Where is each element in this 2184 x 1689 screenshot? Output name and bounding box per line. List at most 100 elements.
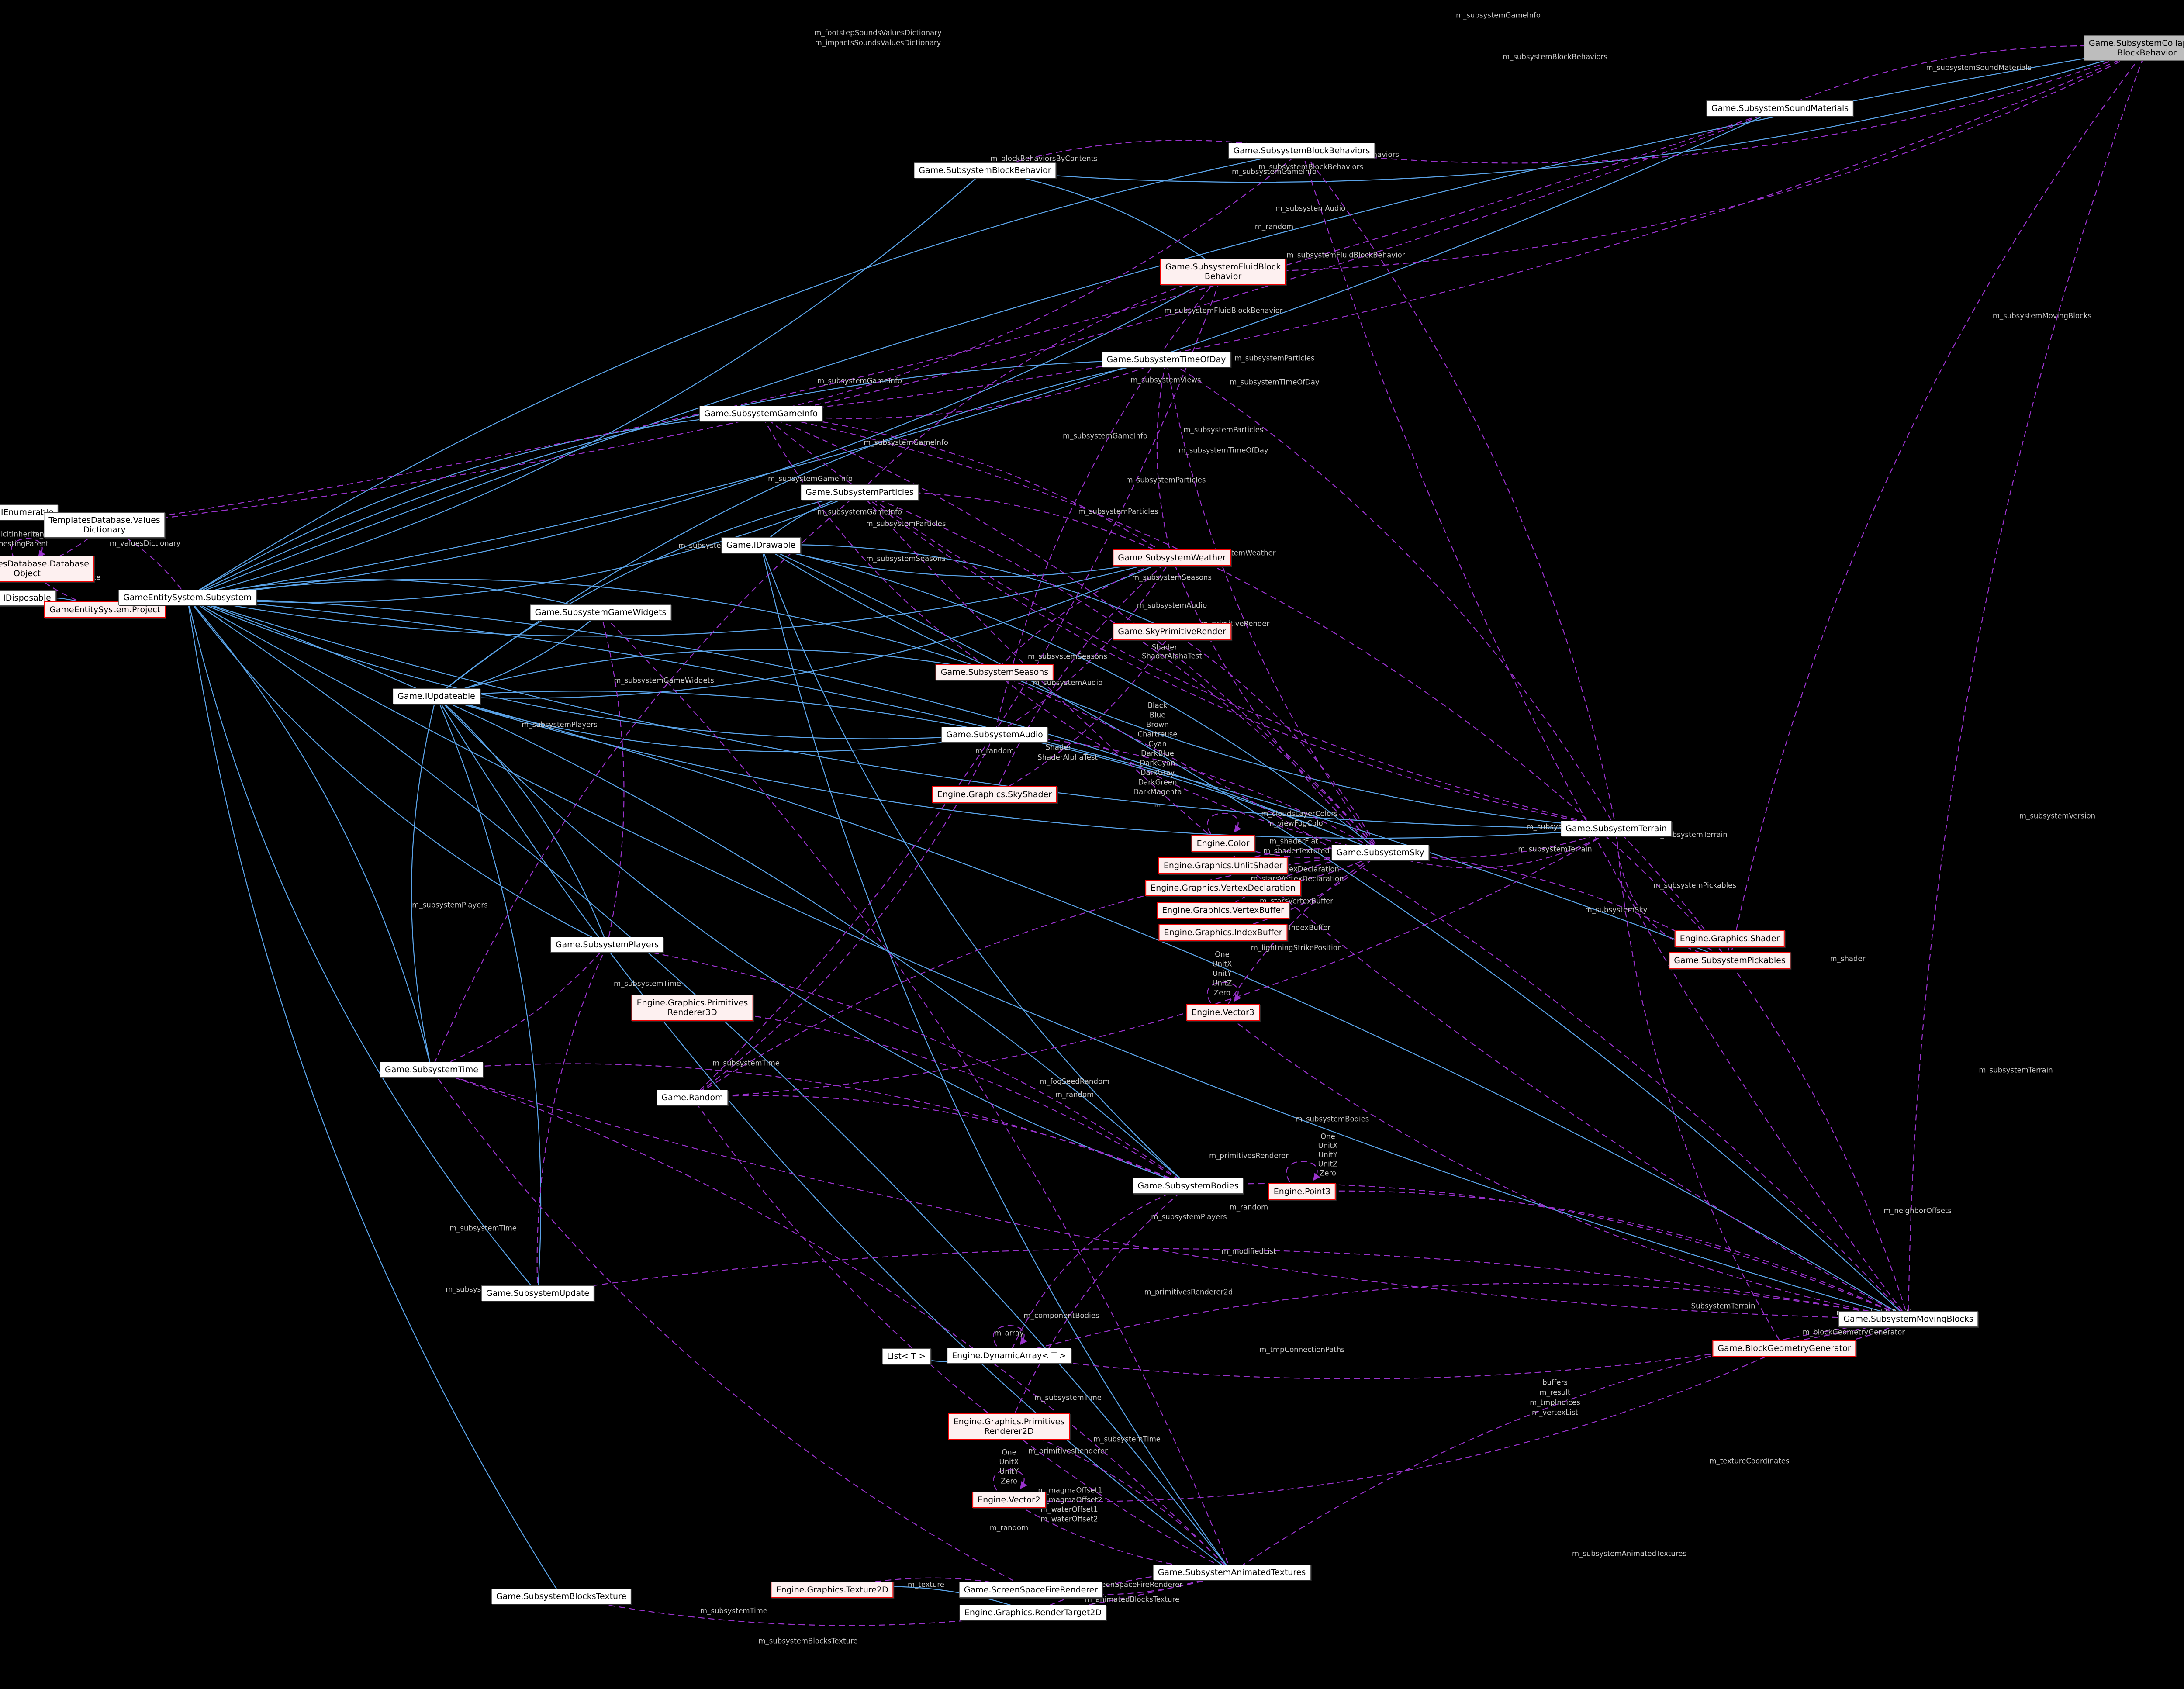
usage-edge-fluid-particles (859, 271, 1223, 493)
usage-edge-sky-audio (994, 731, 1381, 853)
inheritance-edge-sky-subsystem (187, 594, 1381, 853)
class-node-blocksTex[interactable]: Game.SubsystemBlocksTexture (491, 1589, 632, 1604)
edge-label: m_footstepSoundsValuesDictionary (814, 28, 942, 37)
class-node-audio[interactable]: Game.SubsystemAudio (941, 727, 1048, 743)
class-node-vdecl[interactable]: Engine.Graphics.VertexDeclaration (1145, 880, 1301, 896)
usage-edge-bodies-dynArr (1008, 1185, 1189, 1357)
edge-label: m_subsystemParticles (866, 519, 946, 528)
usage-edge-weather-audio (994, 557, 1172, 735)
class-node-random[interactable]: Game.Random (657, 1090, 728, 1105)
inheritance-edge-moving-subsystem (187, 597, 1909, 1320)
class-node-vec2[interactable]: Engine.Vector2 (972, 1492, 1046, 1508)
class-node-pickables[interactable]: Game.SubsystemPickables (1669, 952, 1791, 969)
class-node-vec3[interactable]: Engine.Vector3 (1186, 1004, 1260, 1021)
edge-label: m_subsystemSky (1585, 905, 1648, 914)
class-node-idrawable[interactable]: Game.IDrawable (721, 537, 801, 553)
class-node-point3[interactable]: Engine.Point3 (1268, 1183, 1336, 1200)
edge-label: DarkGreen (1138, 778, 1177, 787)
class-node-tex2d[interactable]: Engine.Graphics.Texture2D (771, 1582, 894, 1598)
class-node-bodies[interactable]: Game.SubsystemBodies (1133, 1178, 1244, 1194)
inheritance-edge-time-subsystem (187, 597, 432, 1070)
class-node-skyShader[interactable]: Engine.Graphics.SkyShader (932, 786, 1057, 803)
edge-label: m_waterOffset1 (1040, 1505, 1098, 1514)
class-node-update[interactable]: Game.SubsystemUpdate (481, 1285, 594, 1301)
class-node-sky[interactable]: Game.SubsystemSky (1331, 845, 1429, 860)
edge-label: buffers (1542, 1378, 1568, 1387)
usage-edge-blockBehaviors-gameInfo (760, 150, 1302, 416)
edge-label: m_subsystemTime (614, 979, 681, 988)
edge-label: m_impactsSoundsValuesDictionary (815, 38, 941, 47)
usage-edge-moving-update (537, 1248, 1909, 1320)
usage-edge-moving-point3 (1301, 1188, 1909, 1319)
class-node-ibuf[interactable]: Engine.Graphics.IndexBuffer (1158, 924, 1288, 941)
edge-label: m_primitivesRenderer (1028, 1447, 1108, 1455)
edge-label: m_subsystemSeasons (1028, 652, 1107, 661)
inheritance-edge-main-blockBehavior (984, 47, 2147, 183)
edge-label: One (1320, 1132, 1335, 1141)
class-node-gameInfo[interactable]: Game.SubsystemGameInfo (699, 406, 822, 421)
inheritance-edge-gameWidgets-subsystem (187, 579, 601, 613)
usage-edge-weather-gameInfo (760, 411, 1172, 558)
edge-label: m_subsystemAudio (1137, 601, 1207, 610)
class-node-seasons[interactable]: Game.SubsystemSeasons (935, 664, 1054, 680)
usage-edge-seasons-gameInfo (760, 413, 995, 673)
usage-edge-moving-time (431, 1068, 1909, 1320)
class-node-players[interactable]: Game.SubsystemPlayers (550, 937, 664, 953)
class-node-soundMaterials[interactable]: Game.SubsystemSoundMaterials (1706, 100, 1854, 116)
class-node-main[interactable]: Game.SubsystemCollapsingBlockBehavior (2084, 35, 2184, 61)
inheritance-edge-timeOfDay-subsystem (187, 359, 1167, 598)
class-node-bgg[interactable]: Game.BlockGeometryGenerator (1712, 1340, 1856, 1357)
class-node-label: Game.SubsystemAnimatedTextures (1158, 1568, 1306, 1577)
class-node-vbuf[interactable]: Engine.Graphics.VertexBuffer (1157, 902, 1289, 919)
edge-label: m_subsystemTime (1034, 1393, 1102, 1402)
class-node-label: Game.SubsystemBlockBehaviors (1233, 146, 1370, 155)
class-node-listT[interactable]: List< T > (882, 1348, 931, 1364)
usage-edge-soundMaterials-valuesDict (104, 107, 1780, 528)
inheritance-edge-moving-idrawable (760, 544, 1909, 1319)
edge-label: m_subsystemPlayers (522, 720, 598, 729)
class-node-dynArr[interactable]: Engine.DynamicArray< T > (947, 1348, 1071, 1364)
class-node-time[interactable]: Game.SubsystemTime (380, 1062, 483, 1078)
edge-label: m_subsystemTime (449, 1224, 517, 1233)
class-node-subsystem[interactable]: GameEntitySystem.Subsystem (118, 590, 256, 605)
edge-label: m_texture (908, 1580, 944, 1589)
class-node-gameWidgets[interactable]: Game.SubsystemGameWidgets (530, 604, 671, 620)
edge-label: One (1215, 950, 1230, 959)
class-node-iupdateable[interactable]: Game.IUpdateable (393, 688, 480, 704)
class-node-label: Renderer3D (667, 1008, 717, 1017)
usage-edge-bodies-time (431, 1063, 1189, 1187)
class-node-timeOfDay[interactable]: Game.SubsystemTimeOfDay (1102, 352, 1231, 367)
class-node-particles[interactable]: Game.SubsystemParticles (801, 484, 919, 500)
class-node-label: GameEntitySystem.Subsystem (123, 593, 252, 602)
class-node-label: Engine.Graphics.SkyShader (937, 790, 1052, 799)
class-node-skyPrim[interactable]: Game.SkyPrimitiveRender (1113, 623, 1231, 640)
self-loop-edge-color (1207, 812, 1241, 834)
usage-edge-terrain-sky (1379, 828, 1617, 869)
usage-edge-moving-vec3 (1222, 1012, 1909, 1320)
class-node-rt2d[interactable]: Engine.Graphics.RenderTarget2D (959, 1605, 1107, 1620)
inheritance-edge-anim-iupdateable (436, 695, 1232, 1573)
edge-label: m_subsystemTimeOfDay (1178, 446, 1268, 455)
class-node-color[interactable]: Engine.Color (1191, 835, 1255, 852)
class-node-moving[interactable]: Game.SubsystemMovingBlocks (1838, 1311, 1978, 1327)
class-node-label: Engine.Graphics.RenderTarget2D (964, 1608, 1102, 1617)
class-node-blockBehaviors[interactable]: Game.SubsystemBlockBehaviors (1228, 143, 1375, 159)
class-node-blockBehavior[interactable]: Game.SubsystemBlockBehavior (914, 162, 1056, 178)
usage-edge-terrain-random (691, 828, 1617, 1101)
inheritance-edge-blockBehavior-subsystem (187, 170, 985, 600)
class-node-terrain[interactable]: Game.SubsystemTerrain (1561, 821, 1672, 836)
class-node-unlit[interactable]: Engine.Graphics.UnlitShader (1158, 857, 1288, 874)
usage-edge-sky-vec3 (1223, 852, 1381, 1013)
inheritance-edge-seasons-subsystem (187, 579, 995, 673)
class-node-shader[interactable]: Engine.Graphics.Shader (1674, 930, 1785, 947)
class-node-weather[interactable]: Game.SubsystemWeather (1113, 549, 1231, 566)
inheritance-edge-bodies-iupdateable (435, 695, 1189, 1187)
class-node-ssfr[interactable]: Game.ScreenSpaceFireRenderer (959, 1582, 1103, 1598)
class-node-anim[interactable]: Game.SubsystemAnimatedTextures (1153, 1565, 1311, 1580)
usage-edge-bodies-prim3d (691, 1005, 1189, 1186)
